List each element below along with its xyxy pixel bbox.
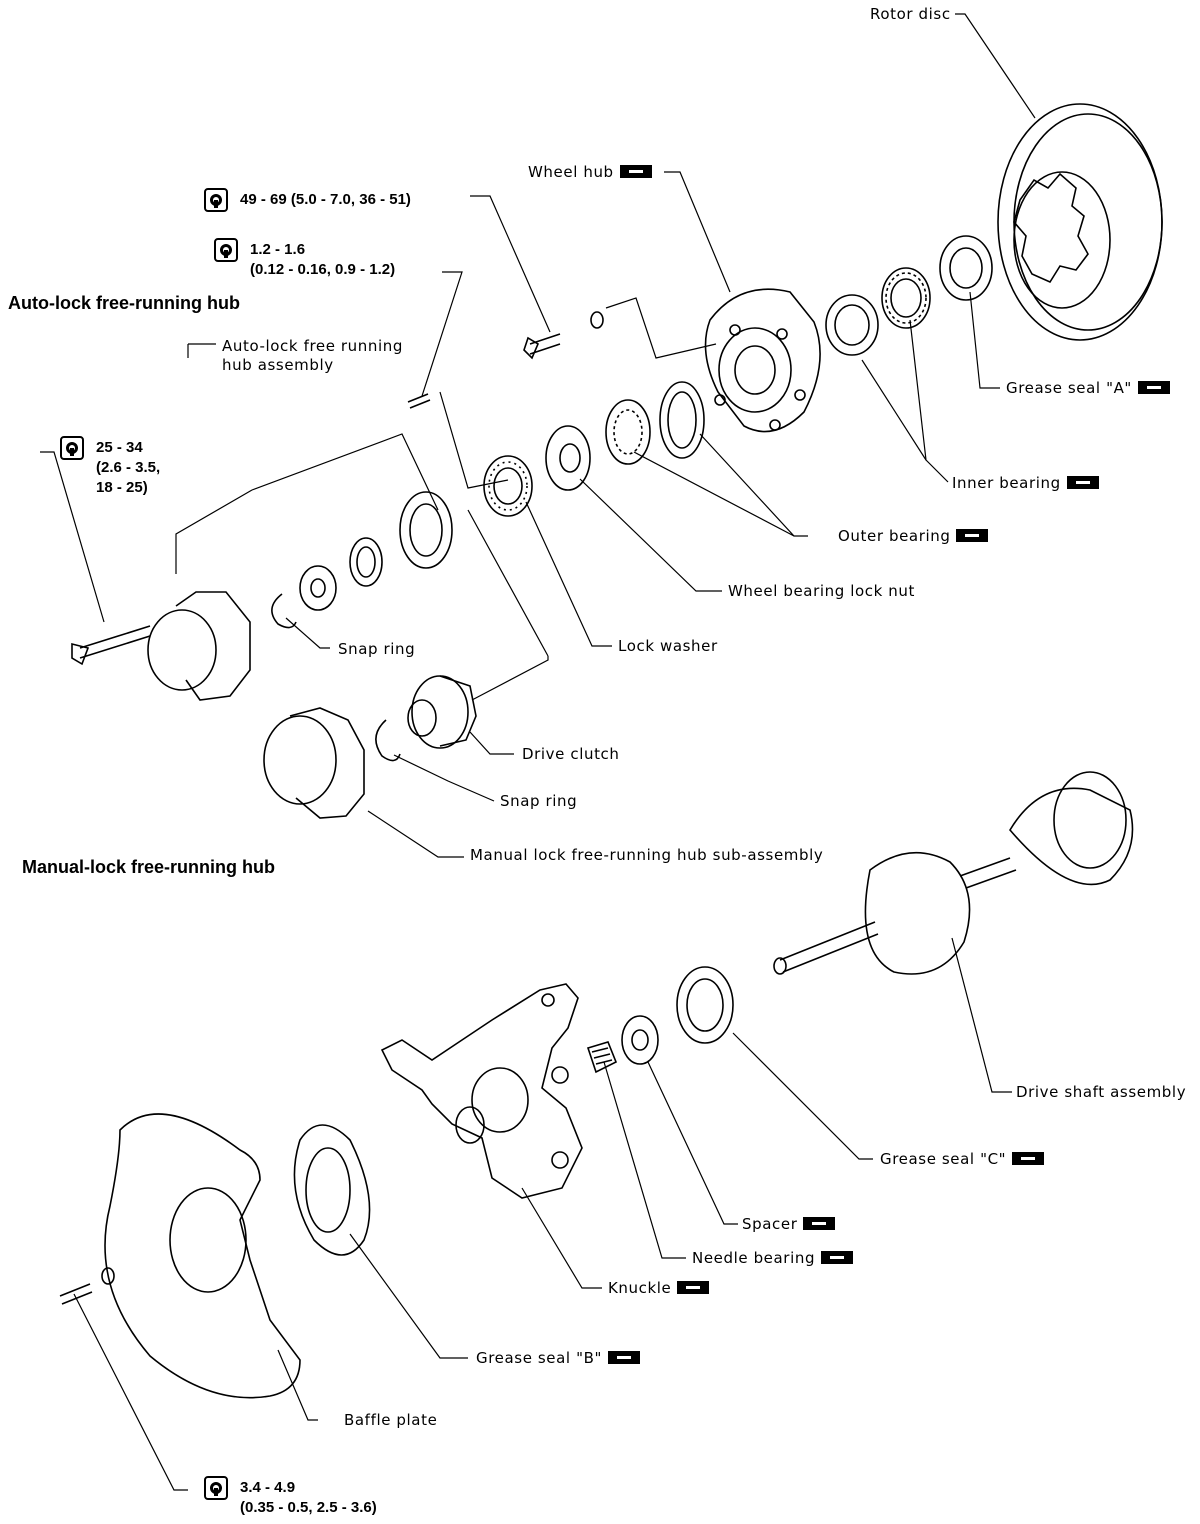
torque-wrench-icon <box>60 436 84 460</box>
torque-line: 49 - 69 (5.0 - 7.0, 36 - 51) <box>240 191 411 208</box>
service-data-badge <box>677 1281 710 1294</box>
label-text: Grease seal "C" <box>880 1150 1007 1168</box>
torque-wrench-icon <box>214 238 238 262</box>
label-knuckle: Knuckle <box>608 1279 710 1297</box>
wheel-hub-drawing <box>704 288 821 433</box>
label-text: Grease seal "A" <box>1006 379 1132 397</box>
label-text: hub assembly <box>222 356 334 374</box>
label-text: Lock washer <box>618 637 718 655</box>
label-grease-seal-c: Grease seal "C" <box>880 1150 1045 1168</box>
label-lock-washer: Lock washer <box>618 637 718 655</box>
torque-line: (2.6 - 3.5, <box>96 459 161 476</box>
label-snap-ring-lower: Snap ring <box>500 792 577 810</box>
service-data-badge <box>821 1251 854 1264</box>
inner-seal-ring <box>825 294 879 356</box>
label-text: Rotor disc <box>870 5 951 23</box>
label-outer-bearing: Outer bearing <box>838 527 989 545</box>
manual-lock-hub-drawing <box>263 675 477 819</box>
torque-line: 3.4 - 4.9 <box>240 1479 296 1496</box>
service-data-badge <box>956 529 989 542</box>
rotor-disc-drawing <box>997 103 1163 341</box>
label-manual-lock-sub-assembly: Manual lock free-running hub sub-assembl… <box>470 846 823 864</box>
torque-wheel-hub-bolt: 49 - 69 (5.0 - 7.0, 36 - 51) <box>240 190 411 210</box>
label-text: Wheel hub <box>528 163 614 181</box>
service-data-badge <box>1137 381 1170 394</box>
knuckle-drawing <box>380 983 583 1199</box>
service-data-badge <box>619 165 652 178</box>
needle-bearing-drawing <box>586 1041 618 1074</box>
lock-nut-drawing <box>545 425 591 491</box>
torque-wrench-icon <box>204 1476 228 1500</box>
label-grease-seal-b: Grease seal "B" <box>476 1349 640 1367</box>
heading-manual-lock: Manual-lock free-running hub <box>22 857 276 877</box>
label-text: Manual lock free-running hub sub-assembl… <box>470 846 824 864</box>
label-drive-shaft-assembly: Drive shaft assembly <box>1016 1083 1186 1101</box>
hub-bolt-drawing <box>407 311 604 409</box>
grease-seal-b-drawing <box>293 1124 371 1256</box>
torque-line: 1.2 - 1.6 <box>250 241 306 258</box>
heading-auto-lock: Auto-lock free-running hub <box>8 293 240 313</box>
service-data-badge <box>803 1217 836 1230</box>
torque-hub-bolt: 25 - 34 (2.6 - 3.5, 18 - 25) <box>96 438 160 498</box>
service-data-badge <box>1012 1152 1045 1165</box>
torque-line: 18 - 25) <box>96 479 148 496</box>
label-needle-bearing: Needle bearing <box>692 1249 854 1267</box>
label-wheel-hub: Wheel hub <box>528 163 652 181</box>
label-drive-clutch: Drive clutch <box>522 745 620 763</box>
label-grease-seal-a: Grease seal "A" <box>1006 379 1170 397</box>
label-wheel-bearing-lock-nut: Wheel bearing lock nut <box>728 582 915 600</box>
baffle-plate-drawing <box>59 1113 301 1399</box>
label-text: Drive shaft assembly <box>1016 1083 1187 1101</box>
torque-line: 25 - 34 <box>96 439 143 456</box>
label-inner-bearing: Inner bearing <box>952 474 1099 492</box>
torque-baffle-bolt: 3.4 - 4.9 (0.35 - 0.5, 2.5 - 3.6) <box>240 1478 377 1518</box>
torque-hub-screw: 1.2 - 1.6 (0.12 - 0.16, 0.9 - 1.2) <box>250 240 395 280</box>
label-text: Outer bearing <box>838 527 951 545</box>
grease-seal-c-drawing <box>676 966 734 1044</box>
torque-wrench-icon <box>204 188 228 212</box>
label-text: Needle bearing <box>692 1249 816 1267</box>
label-text: Spacer <box>742 1215 798 1233</box>
outer-bearing-drawing <box>605 381 705 465</box>
label-spacer: Spacer <box>742 1215 836 1233</box>
label-text: Drive clutch <box>522 745 620 763</box>
drive-shaft-drawing <box>773 771 1134 975</box>
label-snap-ring-upper: Snap ring <box>338 640 415 658</box>
torque-line: (0.35 - 0.5, 2.5 - 3.6) <box>240 1499 377 1516</box>
service-data-badge <box>607 1351 640 1364</box>
label-text: Baffle plate <box>344 1411 438 1429</box>
label-text: Knuckle <box>608 1279 672 1297</box>
label-baffle-plate: Baffle plate <box>344 1411 437 1429</box>
label-text: Snap ring <box>338 640 416 658</box>
spacer-drawing <box>621 1015 659 1065</box>
label-rotor-disc: Rotor disc <box>870 5 951 23</box>
auto-lock-hub-drawing <box>71 491 453 701</box>
label-text: Grease seal "B" <box>476 1349 602 1367</box>
lock-washer-drawing <box>483 455 533 517</box>
label-text: Wheel bearing lock nut <box>728 582 915 600</box>
service-data-badge <box>1066 476 1099 489</box>
grease-seal-a-drawing <box>939 235 993 301</box>
torque-line: (0.12 - 0.16, 0.9 - 1.2) <box>250 261 396 278</box>
label-text: Inner bearing <box>952 474 1061 492</box>
leader-lines <box>40 13 1036 1491</box>
inner-bearing-drawing <box>881 267 931 329</box>
label-text: Auto-lock free running <box>222 337 403 355</box>
label-text: Snap ring <box>500 792 578 810</box>
